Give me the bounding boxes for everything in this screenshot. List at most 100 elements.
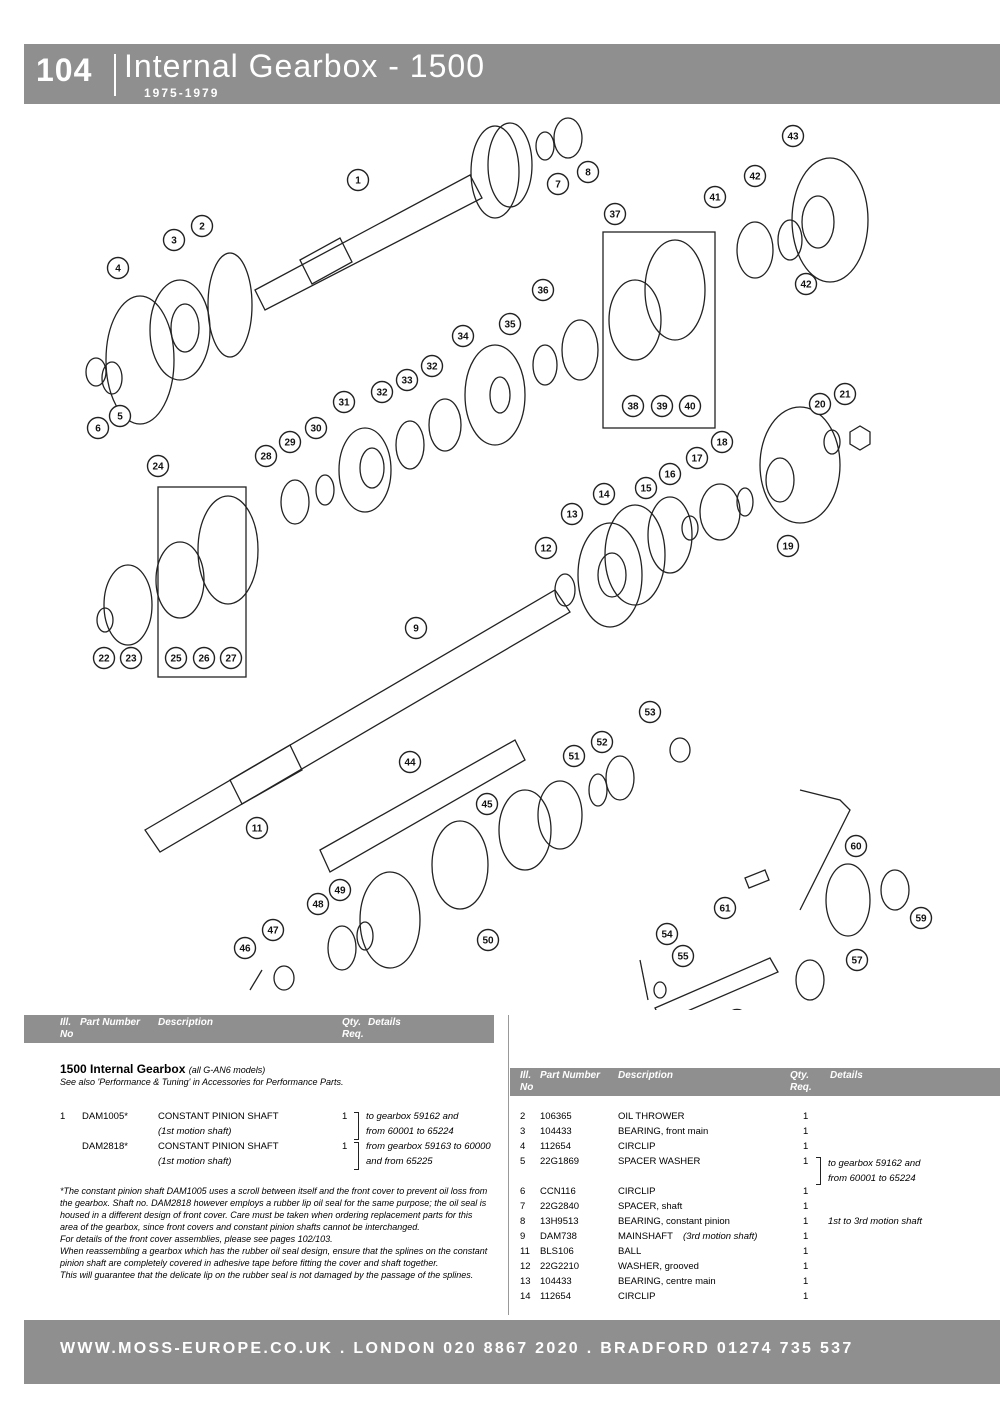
callout-34: 34 bbox=[451, 324, 475, 348]
quantity: 1 bbox=[803, 1111, 809, 1122]
callout-23: 23 bbox=[119, 646, 143, 670]
page-header: 104 Internal Gearbox - 1500 1975-1979 bbox=[24, 44, 1000, 104]
section-subtitle: See also 'Performance & Tuning' in Acces… bbox=[60, 1077, 344, 1087]
callout-2: 2 bbox=[190, 214, 214, 238]
callout-number: 31 bbox=[338, 398, 350, 409]
callout-16: 16 bbox=[658, 462, 682, 486]
callout-circle bbox=[332, 390, 356, 414]
table-header-right: Ill.No Part Number Description Qty.Req. … bbox=[510, 1068, 1000, 1096]
part-number: 22G2840 bbox=[540, 1201, 580, 1212]
synchro-hub-37 bbox=[608, 239, 706, 361]
quantity: 1 bbox=[803, 1246, 809, 1257]
part-description-note: (3rd motion shaft) bbox=[683, 1231, 758, 1242]
ill-number: 14 bbox=[520, 1291, 531, 1302]
callout-number: 35 bbox=[504, 320, 516, 331]
ill-number: 5 bbox=[520, 1156, 526, 1167]
callout-circle bbox=[833, 382, 857, 406]
callout-49: 49 bbox=[328, 878, 352, 902]
col-qty: Qty.Req. bbox=[790, 1070, 812, 1094]
callout-15: 15 bbox=[634, 476, 658, 500]
callout-61: 61 bbox=[713, 896, 737, 920]
callout-number: 15 bbox=[640, 484, 652, 495]
part-description: MAINSHAFT bbox=[618, 1231, 673, 1242]
callout-54: 54 bbox=[655, 922, 679, 946]
callout-circle bbox=[743, 164, 767, 188]
callout-circle bbox=[603, 202, 627, 226]
callout-number: 44 bbox=[404, 758, 416, 769]
callout-number: 11 bbox=[252, 824, 263, 835]
callout-circle bbox=[560, 502, 584, 526]
col-details: Details bbox=[368, 1017, 401, 1028]
callout-number: 4 bbox=[115, 264, 121, 275]
callout-47: 47 bbox=[261, 918, 285, 942]
callout-circle bbox=[304, 416, 328, 440]
bush-59 bbox=[880, 869, 910, 911]
callout-circle bbox=[106, 256, 130, 280]
callout-circle bbox=[781, 124, 805, 148]
part-number: 22G1869 bbox=[540, 1156, 580, 1167]
callout-number: 20 bbox=[814, 400, 826, 411]
washer-30 bbox=[315, 474, 335, 506]
ill-number: 11 bbox=[520, 1246, 530, 1257]
callout-circle bbox=[685, 446, 709, 470]
callout-20: 20 bbox=[808, 392, 832, 416]
callout-number: 30 bbox=[310, 424, 322, 435]
callout-circle bbox=[671, 944, 695, 968]
callout-number: 1 bbox=[355, 176, 361, 187]
callout-number: 45 bbox=[481, 800, 493, 811]
callout-number: 50 bbox=[482, 936, 494, 947]
note-paragraph: When reassembling a gearbox which has th… bbox=[60, 1246, 488, 1268]
part-details: 1st to 3rd motion shaft bbox=[828, 1216, 922, 1227]
part-number: 112654 bbox=[540, 1141, 571, 1152]
column-divider bbox=[508, 1015, 509, 1315]
nut-21 bbox=[849, 425, 871, 451]
needle-bearing-52 bbox=[605, 755, 635, 801]
callout-circle bbox=[476, 928, 500, 952]
callout-circle bbox=[534, 536, 558, 560]
callout-number: 42 bbox=[800, 280, 812, 291]
callout-number: 14 bbox=[598, 490, 610, 501]
circlip-6 bbox=[85, 357, 107, 387]
callout-number: 26 bbox=[198, 654, 210, 665]
callout-circle bbox=[86, 416, 110, 440]
col-description: Description bbox=[158, 1017, 214, 1028]
callout-circle bbox=[92, 646, 116, 670]
callout-59: 59 bbox=[909, 906, 933, 930]
col-req-label: Req. bbox=[342, 1029, 364, 1040]
callout-circle bbox=[162, 228, 186, 252]
callout-8: 8 bbox=[576, 160, 600, 184]
callout-4: 4 bbox=[106, 256, 130, 280]
callout-28: 28 bbox=[254, 444, 278, 468]
thrust-washer-49 bbox=[356, 921, 374, 951]
callout-number: 40 bbox=[684, 402, 696, 413]
callout-37: 37 bbox=[603, 202, 627, 226]
callout-1: 1 bbox=[346, 168, 370, 192]
callout-25: 25 bbox=[164, 646, 188, 670]
washer-55 bbox=[653, 981, 667, 999]
table-row: DAM2818* CONSTANT PINION SHAFT (1st moti… bbox=[0, 1140, 500, 1170]
table-header-left: Ill.No Part Number Description Qty.Req. … bbox=[24, 1015, 494, 1043]
page-number: 104 bbox=[36, 52, 93, 88]
callout-21: 21 bbox=[833, 382, 857, 406]
callout-circle bbox=[233, 936, 257, 960]
part-description: CIRCLIP bbox=[618, 1141, 656, 1152]
quantity: 1 bbox=[342, 1111, 348, 1122]
callout-19: 19 bbox=[776, 534, 800, 558]
needle-bearing-48 bbox=[327, 925, 357, 971]
callout-circle bbox=[658, 462, 682, 486]
part-description: BEARING, constant pinion bbox=[618, 1216, 730, 1227]
callout-circle bbox=[328, 878, 352, 902]
callout-42: 42 bbox=[743, 164, 767, 188]
callout-circle bbox=[592, 482, 616, 506]
